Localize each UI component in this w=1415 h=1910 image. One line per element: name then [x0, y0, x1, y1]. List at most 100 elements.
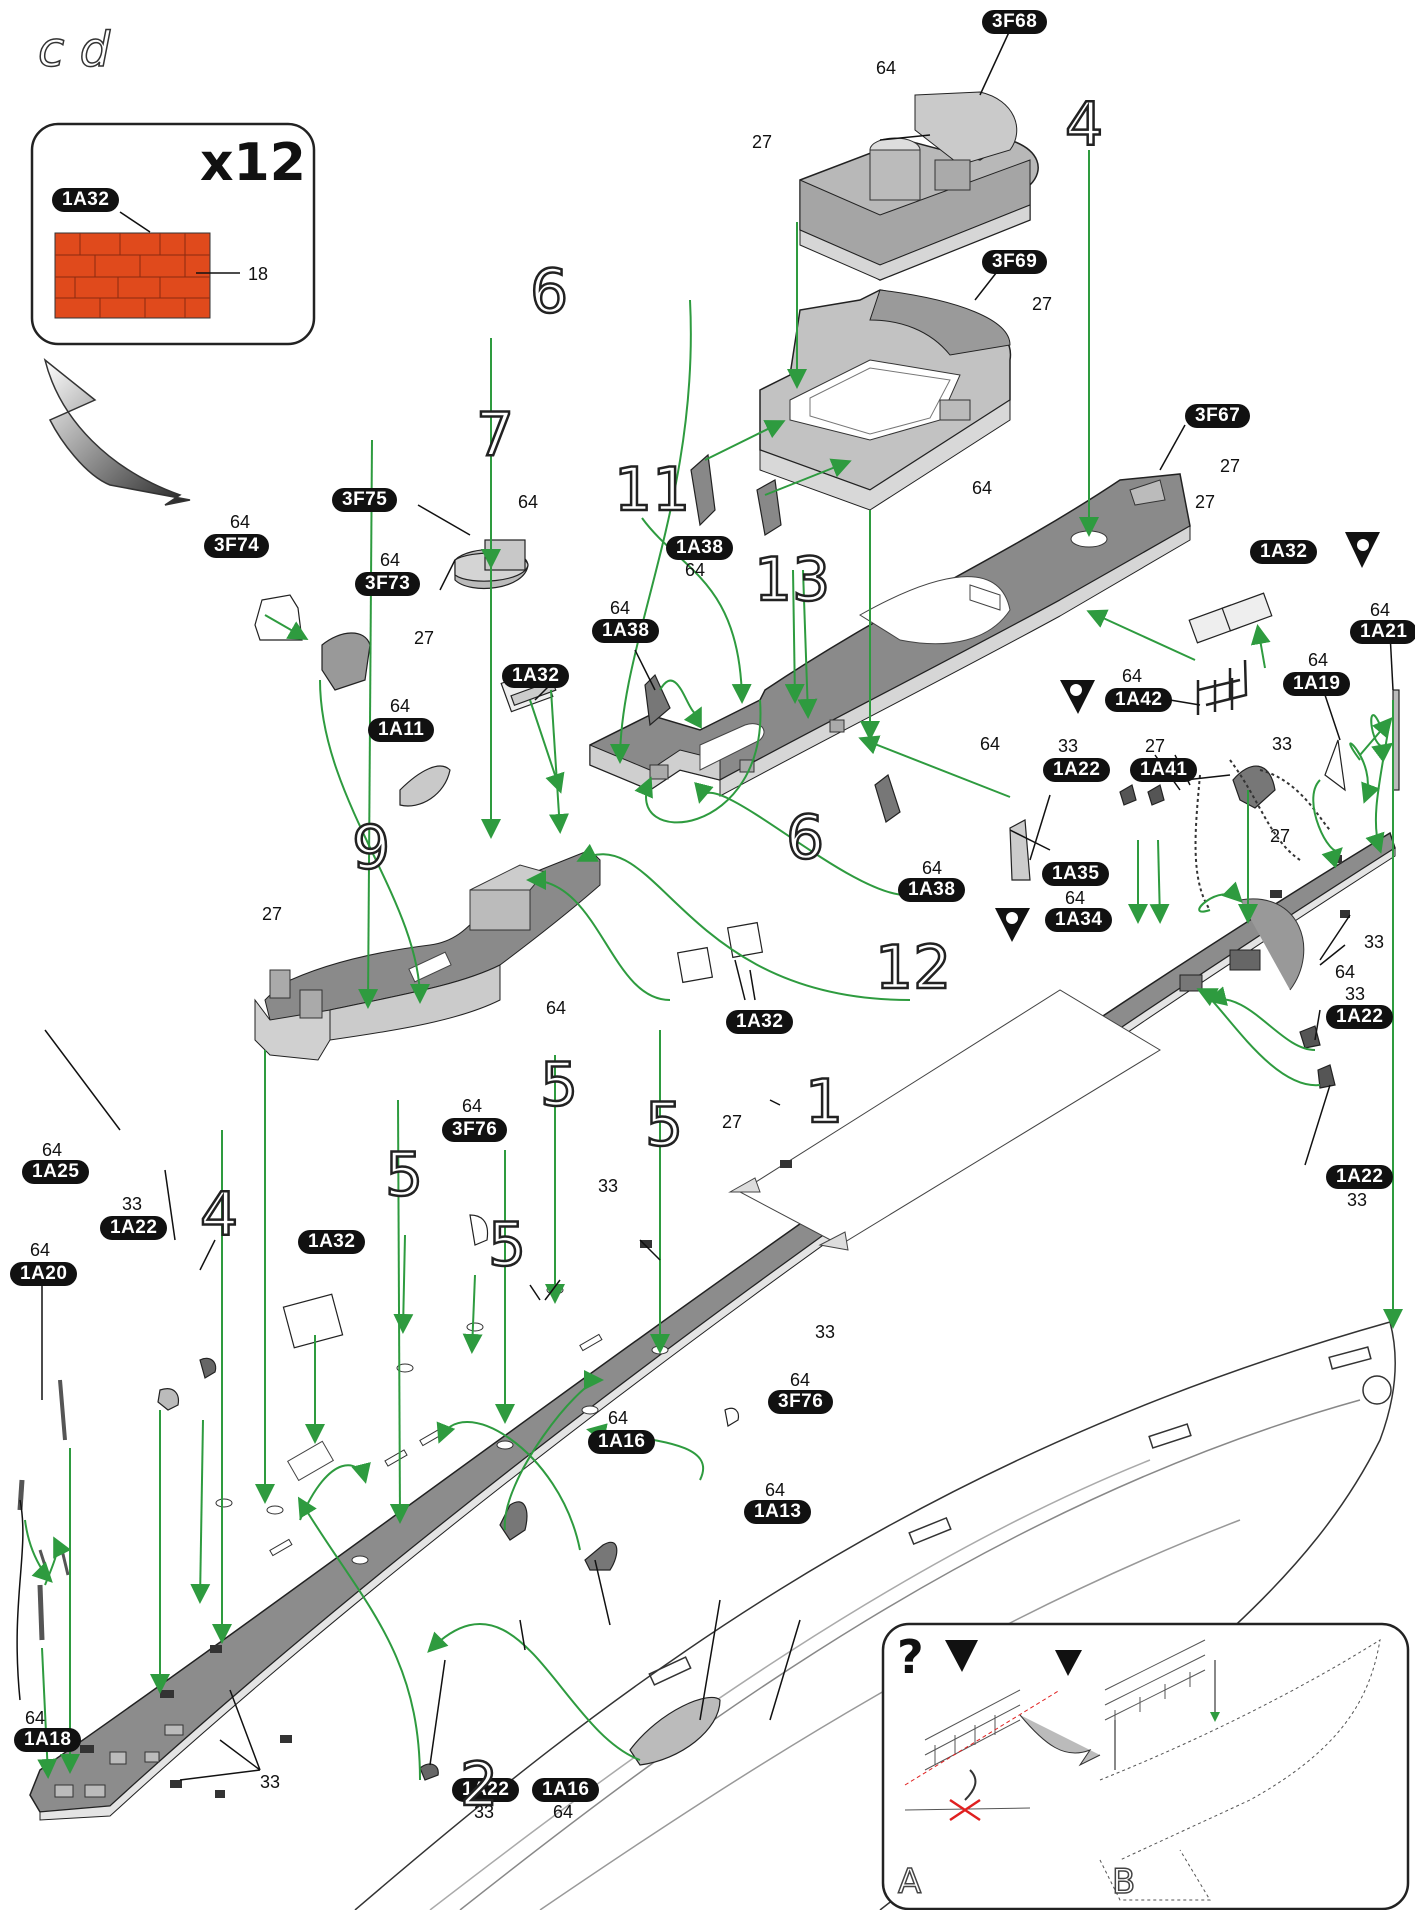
tag-1A19: 1A19 [1283, 672, 1351, 696]
num-27-3F75: 27 [414, 628, 435, 648]
tag-1A21: 1A21 [1350, 620, 1415, 644]
num-64-3F75: 64 [518, 492, 539, 512]
tag-3F76-upper: 3F76 [442, 1118, 508, 1142]
tag-1A32-deck: 1A32 [298, 1230, 366, 1254]
step-1: 1 [804, 1067, 845, 1137]
tag-1A16-lower: 1A16 [532, 1778, 600, 1802]
num-64-1A42: 64 [1122, 666, 1143, 686]
num-27-3F68: 27 [752, 132, 773, 152]
num-64-aft-deck: 64 [546, 998, 567, 1018]
decal-number: 18 [248, 264, 269, 284]
tag-1A38-left: 1A38 [592, 619, 660, 643]
tag-3F73: 3F73 [355, 572, 421, 596]
tag-1A22-mid: 1A22 [452, 1778, 520, 1802]
tag-1A41: 1A41 [1130, 758, 1198, 782]
anchor-chain [1194, 759, 1331, 911]
num-27-main: 27 [722, 1112, 743, 1132]
num-64-1A21: 64 [1370, 600, 1391, 620]
glue-icon-2 [995, 908, 1030, 942]
step-9: 9 [351, 813, 392, 883]
inset-label-b: B [1111, 1861, 1136, 1903]
tag-1A42: 1A42 [1105, 688, 1173, 712]
tag-1A16-upper: 1A16 [588, 1430, 656, 1454]
num-64-1A16a: 64 [608, 1408, 629, 1428]
tag-3F74: 3F74 [204, 534, 270, 558]
forward-superstructure [589, 473, 1191, 797]
num-33-1A22d: 33 [474, 1802, 495, 1822]
num-64-1A38b: 64 [685, 560, 706, 580]
tag-1A20: 1A20 [10, 1262, 78, 1286]
tag-1A13: 1A13 [744, 1500, 812, 1524]
num-33-main1: 33 [598, 1176, 619, 1196]
tag-3F76-lower: 3F76 [768, 1390, 834, 1414]
num-33-1A22e: 33 [122, 1194, 143, 1214]
tag-1A34: 1A34 [1045, 908, 1113, 932]
num-64-bow: 64 [1335, 962, 1356, 982]
num-64-1A34: 64 [1065, 888, 1086, 908]
step-2: 2 [459, 1750, 500, 1820]
step-5-c: 5 [384, 1140, 425, 1210]
num-64-1A16b: 64 [553, 1802, 574, 1822]
tag-1A18: 1A18 [14, 1728, 82, 1752]
num-33-1A22c: 33 [1347, 1190, 1368, 1210]
num-33-chain: 33 [1272, 734, 1293, 754]
num-64-1A25: 64 [42, 1140, 63, 1160]
num-64-1A38c: 64 [922, 858, 943, 878]
tag-1A25: 1A25 [22, 1160, 90, 1184]
step-13: 13 [753, 545, 832, 615]
num-27-aft-deck: 27 [262, 904, 283, 924]
glue-icon [1060, 680, 1095, 714]
num-27-3F69: 27 [1032, 294, 1053, 314]
num-64-3F76b: 64 [790, 1370, 811, 1390]
tag-1A11: 1A11 [368, 718, 435, 742]
num-64-mid: 64 [980, 734, 1001, 754]
part-3F68-bridge-top [799, 91, 1039, 281]
tag-3F75: 3F75 [332, 488, 398, 512]
step-4-bow: 4 [1064, 90, 1105, 160]
tag-1A22-bow-low: 1A22 [1326, 1165, 1394, 1189]
num-64-3F73: 64 [380, 550, 401, 570]
step-11: 11 [613, 455, 692, 525]
num-64-1A20: 64 [30, 1240, 51, 1260]
assembly-arrows [24, 150, 1403, 1781]
part-3F69-bridge-mid [759, 289, 1012, 511]
num-33-1A22b: 33 [1345, 984, 1366, 1004]
step-6-lower: 6 [785, 803, 826, 873]
corner-label: c d [37, 21, 111, 79]
num-64-3F76a: 64 [462, 1096, 483, 1116]
small-parts [17, 453, 1400, 1781]
num-64-1A13: 64 [765, 1480, 786, 1500]
step-4-stern: 4 [199, 1180, 240, 1250]
num-33-bow: 33 [1364, 932, 1385, 952]
num-27-bow: 27 [1270, 826, 1291, 846]
num-64-3F69: 64 [972, 478, 993, 498]
tag-1A32-bow: 1A32 [1250, 540, 1318, 564]
tag-1A32-bottom: 1A32 [726, 1010, 794, 1034]
step-7: 7 [475, 400, 516, 470]
num-33-stern: 33 [260, 1772, 281, 1792]
decal-box [30, 122, 316, 346]
step-5-a: 5 [539, 1050, 580, 1120]
num-27-1A41: 27 [1145, 736, 1166, 756]
num-64-3F68: 64 [876, 58, 897, 78]
num-33-1A22a: 33 [1058, 736, 1079, 756]
num-33-main2: 33 [815, 1322, 836, 1342]
multiplier-label: x12 [200, 133, 306, 193]
tag-1A35: 1A35 [1042, 862, 1110, 886]
inset-box [881, 1622, 1410, 1910]
tag-1A38-right: 1A38 [898, 878, 966, 902]
tag-3F69: 3F69 [982, 250, 1048, 274]
num-27-3F67a: 27 [1220, 456, 1241, 476]
tag-1A22-bow-left: 1A22 [1043, 758, 1111, 782]
tag-1A32-aft: 1A32 [502, 664, 570, 688]
paint-bottle-icon [1345, 532, 1380, 568]
leader-lines [16, 29, 1394, 1781]
num-27-3F67b: 27 [1195, 492, 1216, 512]
num-64-1A18: 64 [25, 1708, 46, 1728]
num-64-1A19: 64 [1308, 650, 1329, 670]
num-64-1A38a: 64 [610, 598, 631, 618]
curved-arrow-icon [43, 358, 191, 506]
tag-3F67: 3F67 [1185, 404, 1251, 428]
